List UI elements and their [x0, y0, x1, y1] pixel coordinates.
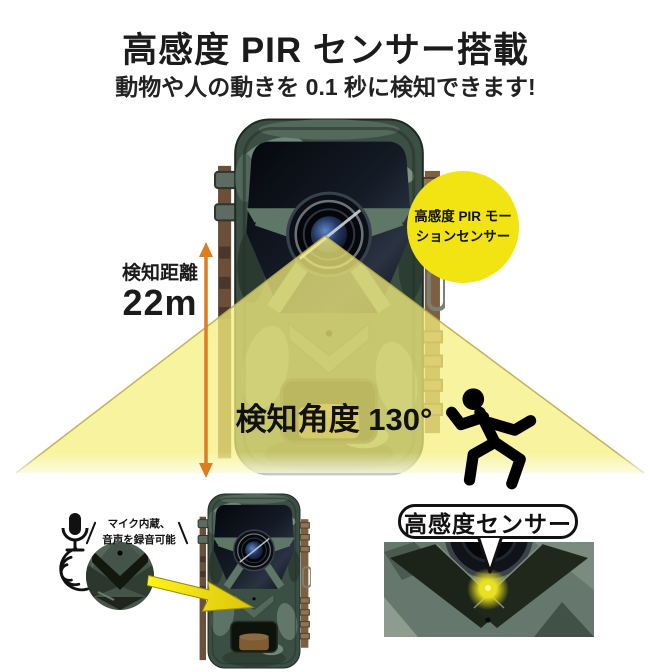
double-arrow-icon — [199, 242, 213, 478]
bubble-pointer — [477, 538, 503, 574]
sensor-callout-bubble: 高感度センサー — [398, 504, 578, 539]
arrowhead-up — [199, 242, 213, 257]
mic-closeup-photo — [86, 542, 154, 610]
pir-callout-line2: ションセンサー — [415, 229, 511, 244]
distance-value: 22m — [122, 281, 198, 323]
page-subtitle: 動物や人の動きを 0.1 秒に検知できます! — [115, 74, 536, 100]
pir-sensor-callout: 高感度 PIR モー ションセンサー — [407, 171, 519, 283]
mic-note-line2: 音声を録音可能 — [102, 533, 176, 546]
mic-note-line1: マイク内蔵、 — [107, 518, 171, 530]
mic-closeup-art — [86, 542, 154, 610]
arrowhead-down — [199, 463, 213, 478]
yellow-pointer-arrow-icon — [146, 574, 255, 612]
distance-text: 検知距離 — [121, 263, 198, 284]
page-title: 高感度 PIR センサー搭載 — [122, 31, 529, 70]
detection-distance-label: 検知距離 22m — [112, 264, 208, 322]
running-person-icon — [446, 388, 537, 490]
sensor-callout-label: 高感度センサー — [404, 510, 572, 537]
pir-callout-line1: 高感度 PIR モー — [414, 209, 512, 225]
sound-waves-icon — [59, 547, 89, 592]
mic-note: マイク内蔵、 音声を録音可能 — [97, 517, 181, 549]
detection-angle-label: 検知角度 130° — [235, 402, 433, 437]
